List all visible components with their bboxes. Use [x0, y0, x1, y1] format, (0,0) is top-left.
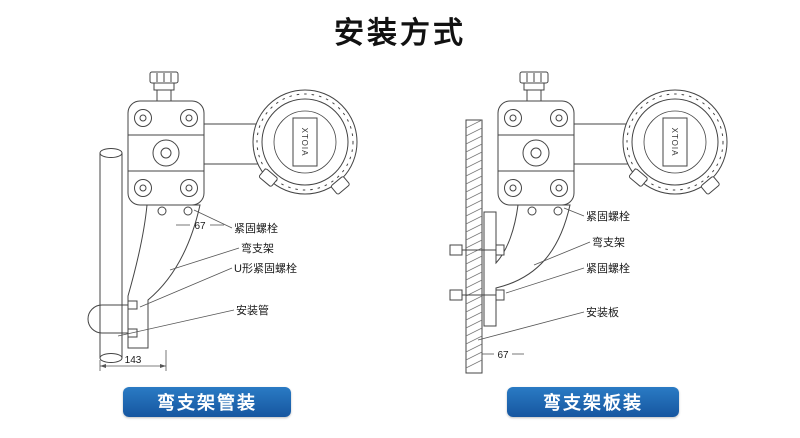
- plate-hatching: [465, 119, 483, 369]
- bracket-bolt: [157, 206, 167, 216]
- svg-text:67: 67: [497, 350, 509, 361]
- dimension-67: 67: [176, 221, 224, 232]
- wall-bolts: [449, 244, 505, 301]
- plate-mount-caption-button[interactable]: 弯支架板装: [507, 387, 679, 417]
- leader-lines: [477, 207, 591, 341]
- bent-bracket: [483, 204, 571, 327]
- dimension-143: 143: [99, 350, 167, 371]
- label-fastening-bolt: 紧固螺栓: [234, 221, 278, 235]
- label-mounting-plate: 安装板: [586, 305, 619, 319]
- pipe-mount-diagram: XTOIA: [87, 71, 358, 371]
- pressure-transmitter: [127, 71, 358, 206]
- mounting-pipe: [99, 148, 123, 363]
- svg-text:67: 67: [194, 221, 206, 232]
- label-bent-bracket: 弯支架: [241, 241, 274, 255]
- svg-text:143: 143: [125, 355, 142, 366]
- label-mounting-pipe: 安装管: [236, 303, 269, 317]
- pressure-transmitter: [497, 71, 728, 206]
- leader-lines: [117, 209, 240, 337]
- label-fastening-bolt-top: 紧固螺栓: [586, 209, 630, 223]
- label-fastening-bolt-wall: 紧固螺栓: [586, 261, 630, 275]
- pipe-mount-caption-button[interactable]: 弯支架管装: [123, 387, 291, 417]
- page-title: 安装方式: [334, 17, 466, 50]
- plate-mount-diagram: 67 紧固螺栓 弯支架 紧固螺栓 安装板: [449, 71, 728, 374]
- dimension-67: 67: [481, 330, 524, 361]
- label-u-bolt: U形紧固螺栓: [234, 261, 297, 275]
- bracket-bolt: [527, 206, 537, 216]
- bracket-bolt: [553, 206, 563, 216]
- label-bent-bracket: 弯支架: [592, 235, 625, 249]
- bracket-bolt: [183, 206, 193, 216]
- bent-bracket: [127, 204, 201, 349]
